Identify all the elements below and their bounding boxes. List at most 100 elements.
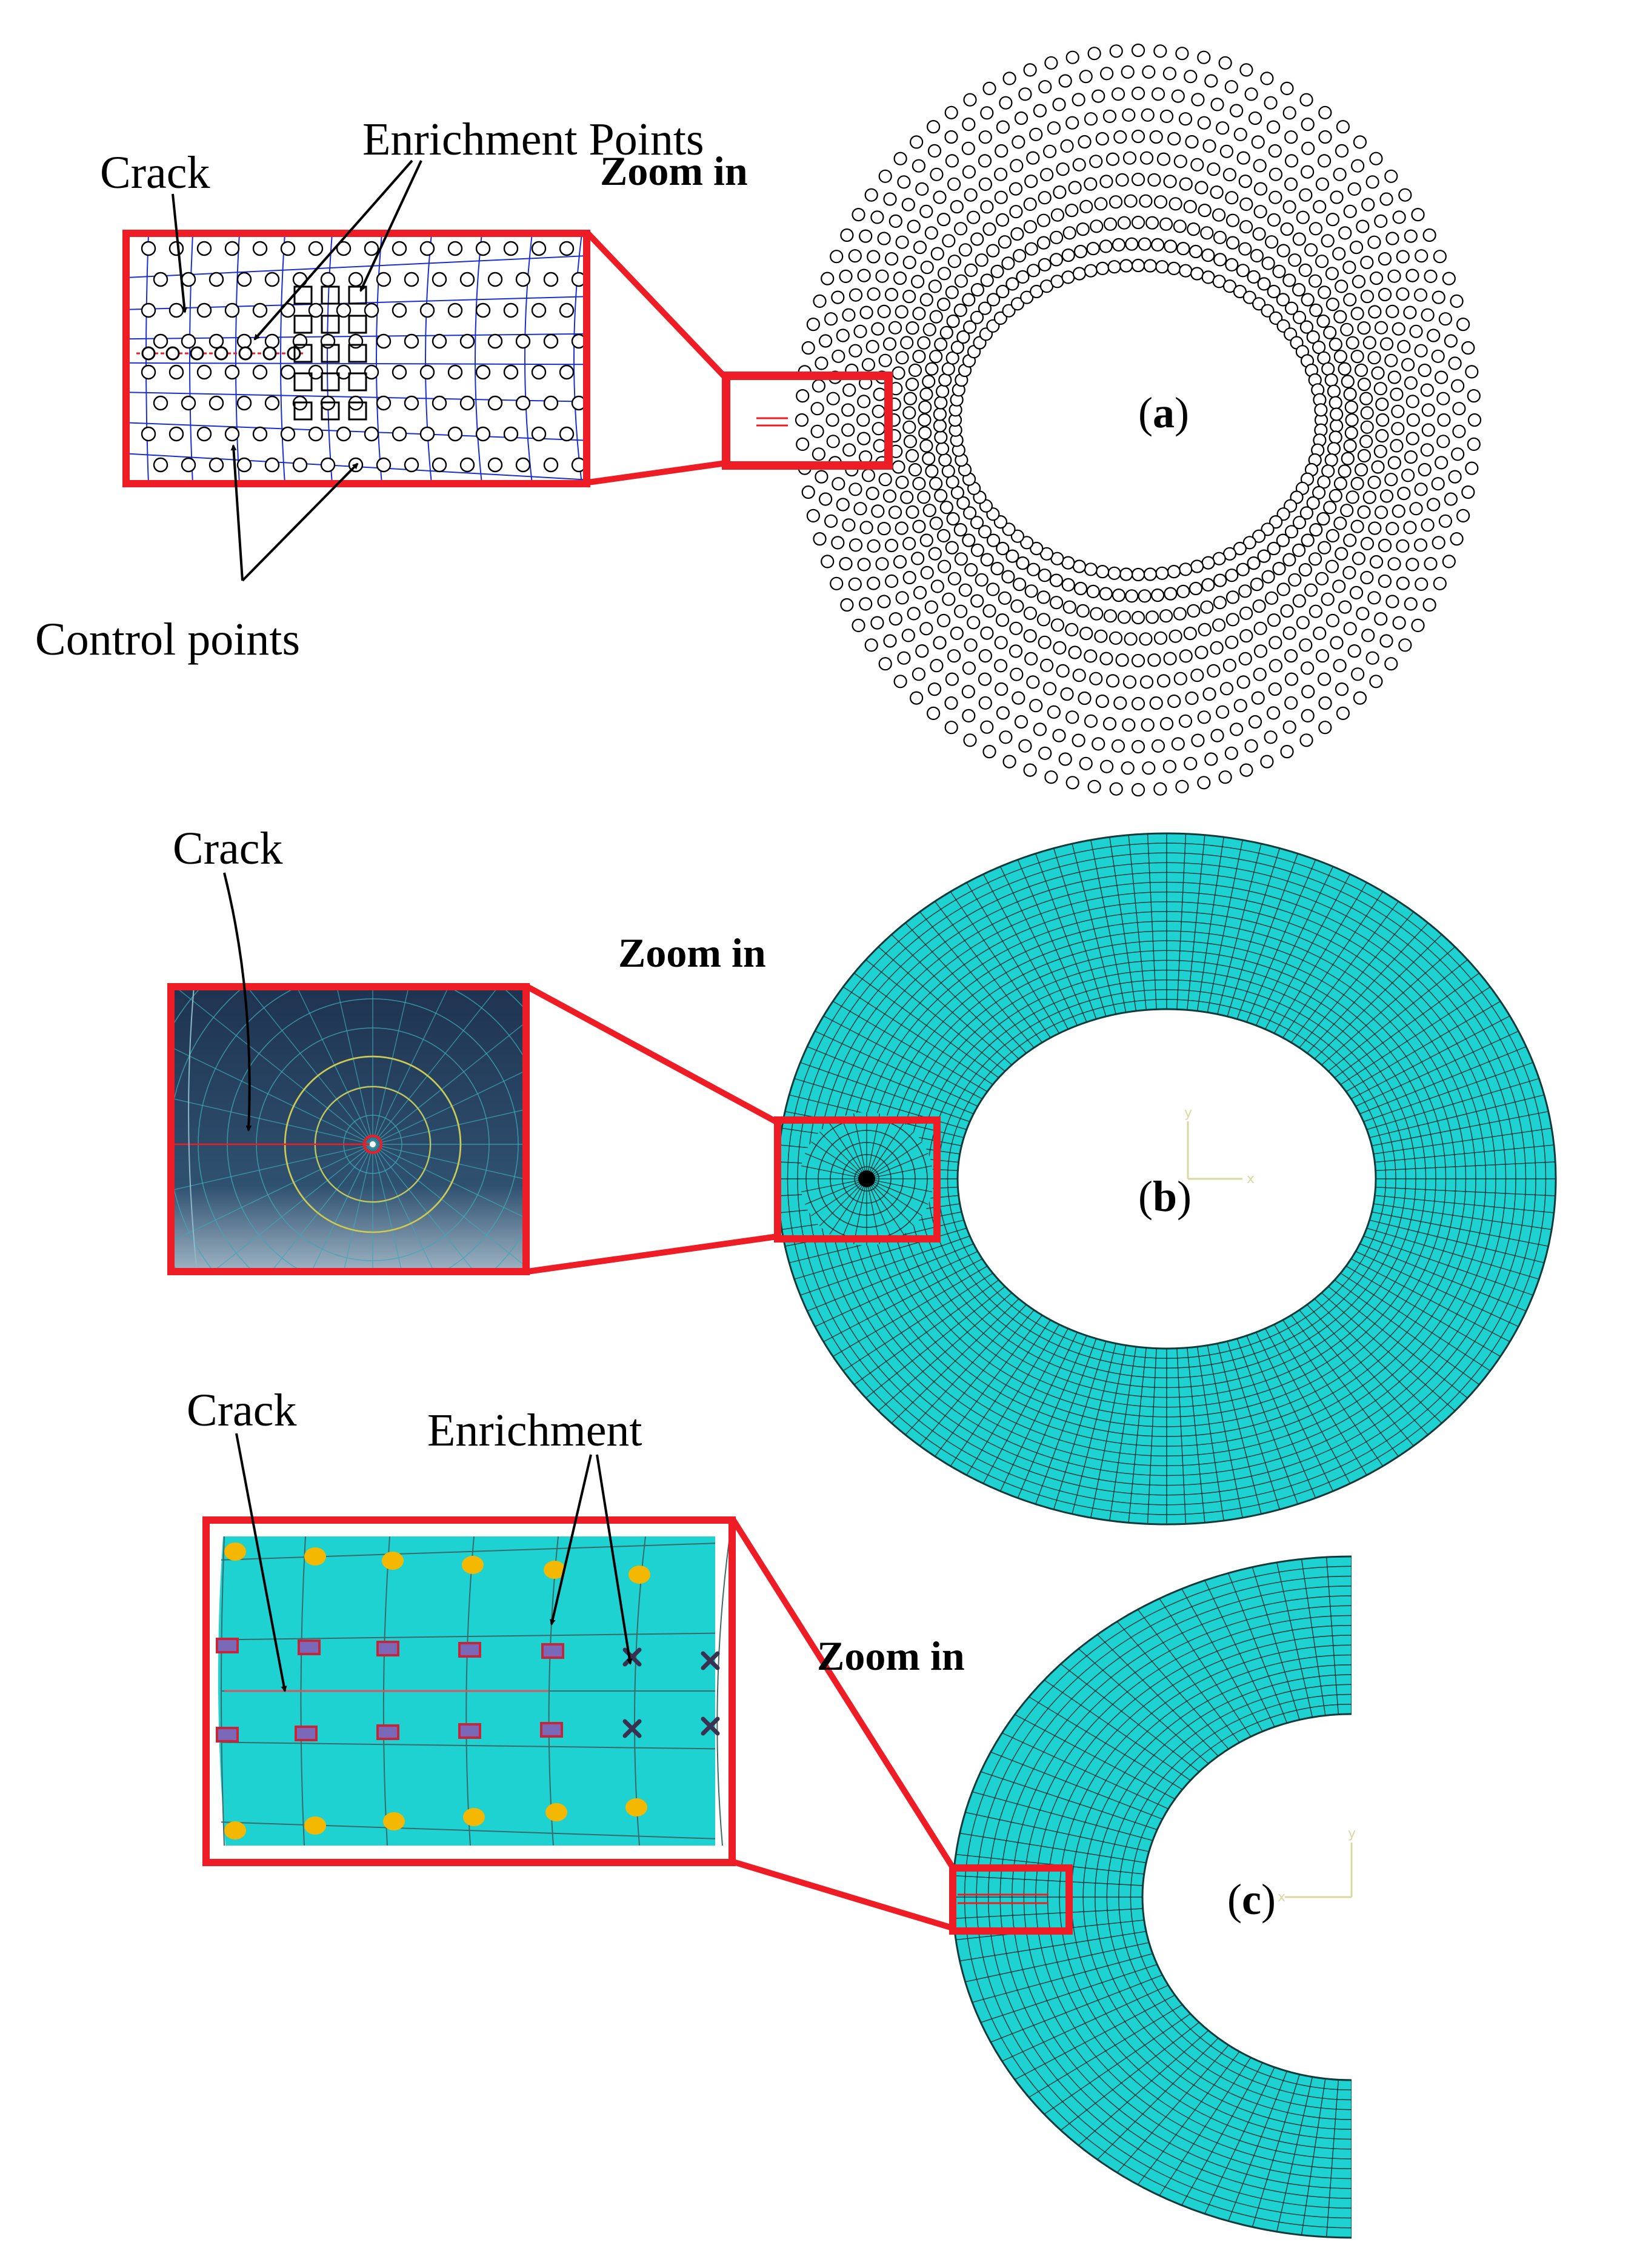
control-point bbox=[1072, 158, 1086, 172]
control-point bbox=[1159, 217, 1173, 231]
mesh-spoke bbox=[1227, 1341, 1281, 1510]
panel-a-zoom-connectors bbox=[585, 231, 728, 485]
control-point bbox=[1213, 596, 1227, 610]
control-point bbox=[1023, 220, 1038, 234]
control-point bbox=[1225, 569, 1239, 582]
control-point bbox=[934, 338, 948, 352]
node bbox=[383, 1812, 405, 1830]
control-point bbox=[1318, 721, 1332, 735]
mesh-spoke bbox=[1557, 1932, 1637, 1961]
control-point bbox=[1024, 652, 1038, 666]
control-point bbox=[902, 255, 916, 270]
control-point bbox=[1314, 403, 1328, 417]
mesh-spoke bbox=[842, 1273, 993, 1372]
control-point bbox=[1213, 573, 1227, 587]
control-point bbox=[1367, 235, 1381, 249]
mesh-spoke bbox=[1321, 1292, 1456, 1412]
control-point bbox=[912, 519, 926, 533]
control-point bbox=[1061, 248, 1075, 262]
control-point bbox=[915, 182, 929, 196]
control-point bbox=[1062, 226, 1076, 240]
control-point bbox=[1039, 658, 1054, 672]
control-point bbox=[1411, 618, 1425, 633]
control-point bbox=[1151, 739, 1165, 753]
mesh-spoke bbox=[1217, 1343, 1262, 1515]
mesh-spoke bbox=[1560, 1876, 1637, 1886]
control-point bbox=[1111, 739, 1125, 753]
enrichment-point bbox=[348, 285, 367, 305]
control-point bbox=[1150, 238, 1165, 252]
control-point bbox=[1150, 588, 1165, 602]
enrichment-point bbox=[348, 344, 367, 363]
grid-line bbox=[327, 233, 333, 484]
control-point bbox=[930, 247, 944, 261]
control-point bbox=[1448, 356, 1462, 370]
control-point bbox=[1335, 547, 1349, 561]
control-point bbox=[1343, 622, 1357, 636]
control-point bbox=[1020, 536, 1034, 550]
control-point bbox=[1178, 112, 1193, 126]
refinement-spoke bbox=[866, 1178, 893, 1241]
mesh-spoke bbox=[800, 1062, 970, 1122]
control-point bbox=[1421, 423, 1435, 437]
refinement-spoke bbox=[841, 1178, 867, 1241]
mesh-spoke bbox=[980, 1964, 1158, 2023]
control-point bbox=[1125, 237, 1139, 251]
control-point bbox=[1131, 86, 1145, 101]
control-point bbox=[1327, 384, 1341, 398]
control-point bbox=[1397, 339, 1411, 354]
panel-b-axes bbox=[1187, 1121, 1242, 1180]
control-point bbox=[1167, 261, 1181, 275]
control-point bbox=[1183, 199, 1197, 213]
control-point bbox=[1387, 456, 1401, 470]
control-point bbox=[1131, 567, 1145, 582]
control-point bbox=[918, 413, 932, 427]
control-point bbox=[1268, 144, 1282, 158]
control-point bbox=[487, 457, 503, 473]
control-point bbox=[208, 395, 224, 411]
control-point bbox=[936, 213, 951, 227]
control-point bbox=[1362, 336, 1376, 350]
control-point bbox=[1076, 604, 1090, 618]
mesh-spoke bbox=[1345, 1001, 1501, 1092]
control-point bbox=[1261, 522, 1275, 536]
mesh-spoke bbox=[1363, 1235, 1533, 1296]
control-point bbox=[224, 302, 240, 318]
control-point bbox=[1299, 93, 1313, 107]
mesh-spoke bbox=[1452, 1599, 1544, 1737]
control-point bbox=[1141, 108, 1155, 122]
mesh-spoke bbox=[1550, 1953, 1637, 2002]
control-point bbox=[1321, 592, 1335, 606]
control-point bbox=[1368, 521, 1382, 535]
control-point bbox=[1343, 387, 1357, 401]
control-point bbox=[1239, 63, 1253, 77]
control-point bbox=[1357, 505, 1371, 519]
mesh-spoke bbox=[1321, 946, 1456, 1066]
control-point bbox=[1197, 116, 1211, 130]
control-point bbox=[878, 169, 892, 183]
control-point bbox=[475, 302, 491, 318]
inset-spoke bbox=[372, 1021, 526, 1145]
control-point bbox=[919, 293, 933, 307]
grid-line bbox=[425, 233, 432, 484]
control-point bbox=[1391, 404, 1405, 418]
control-point bbox=[1373, 444, 1387, 458]
enrichment-node bbox=[376, 1724, 399, 1740]
inset-spoke bbox=[372, 1070, 526, 1145]
control-point bbox=[1299, 638, 1313, 652]
control-point bbox=[1465, 461, 1479, 475]
control-point bbox=[1049, 253, 1064, 267]
mesh-spoke bbox=[800, 1235, 970, 1296]
control-point bbox=[487, 395, 503, 411]
control-point bbox=[264, 457, 280, 473]
control-point bbox=[980, 200, 994, 214]
enrichment-point bbox=[321, 401, 340, 421]
control-point bbox=[1352, 552, 1365, 565]
mesh-spoke bbox=[1137, 1609, 1240, 1743]
control-point bbox=[1261, 304, 1275, 318]
control-point bbox=[1005, 277, 1019, 291]
control-point bbox=[1456, 317, 1470, 332]
mesh-spoke bbox=[1464, 2052, 1565, 2185]
control-point bbox=[859, 305, 873, 319]
control-point bbox=[933, 636, 947, 650]
